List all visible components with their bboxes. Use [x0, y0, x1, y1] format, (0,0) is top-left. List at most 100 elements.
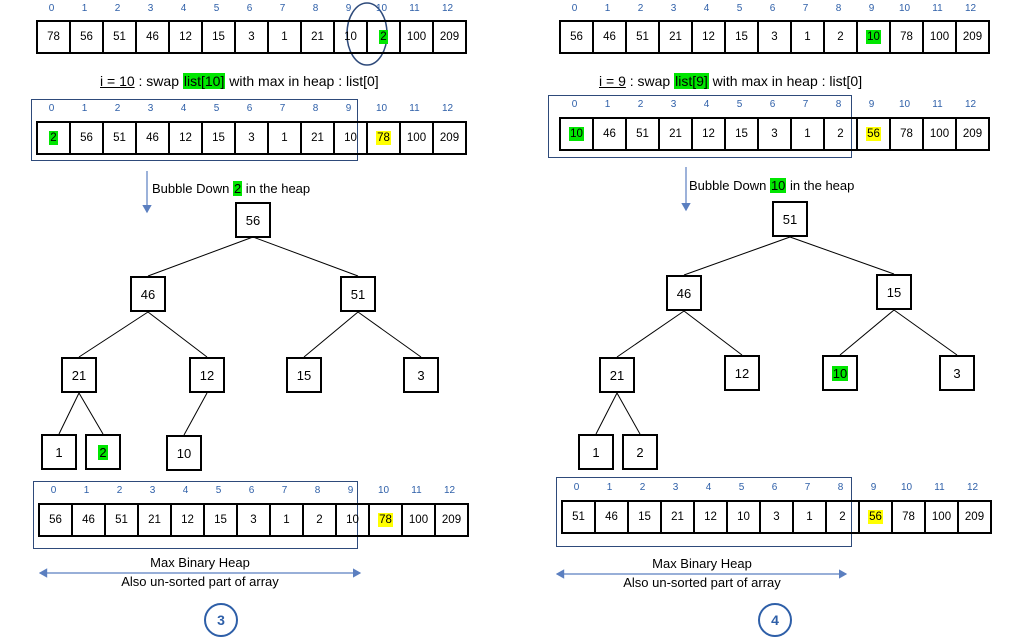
caption-text: : swap [625, 73, 675, 89]
array-cell: 15 [201, 121, 236, 155]
index-label: 4 [180, 103, 187, 114]
index-label: 12 [441, 3, 454, 14]
array-cell: 209 [957, 500, 992, 534]
index-label: 5 [736, 3, 743, 14]
tree-node: 46 [666, 275, 702, 311]
array-swapped: 2 56 51 46 12 15 3 1 21 10 78 100 209 [36, 121, 467, 155]
index-label: 8 [837, 482, 844, 493]
caption-highlight: 10 [769, 178, 787, 193]
heap-region-box [556, 477, 852, 547]
array-cell: 46 [71, 503, 106, 537]
array-cell: 100 [399, 20, 434, 54]
index-label: 2 [637, 99, 644, 110]
array-cell: 51 [625, 20, 660, 54]
array-bottom: 51 46 15 21 12 10 3 1 2 56 78 100 209 [561, 500, 992, 534]
array-cell: 100 [399, 121, 434, 155]
index-row: 0 1 2 3 4 5 6 7 8 9 10 11 12 [36, 103, 463, 114]
array-cell: 2 [823, 117, 858, 151]
heap-region-box [31, 99, 358, 161]
index-row: 0 1 2 3 4 5 6 7 8 9 10 11 12 [36, 3, 463, 14]
index-label: 9 [347, 485, 354, 496]
index-label: 6 [246, 3, 253, 14]
array-cell: 78 [368, 503, 403, 537]
array-cell: 1 [269, 503, 304, 537]
array-cell: 12 [691, 117, 726, 151]
index-label: 5 [213, 103, 220, 114]
index-label: 0 [571, 99, 578, 110]
index-row: 0 1 2 3 4 5 6 7 8 9 10 11 12 [559, 3, 986, 14]
array-cell: 56 [858, 500, 893, 534]
tree-node: 51 [772, 201, 808, 237]
array-cell: 3 [757, 117, 792, 151]
array-cell: 56 [559, 20, 594, 54]
array-cell: 1 [267, 20, 302, 54]
index-label: 11 [409, 103, 420, 114]
index-label: 3 [670, 99, 677, 110]
array-cell: 209 [432, 20, 467, 54]
array-cell: 2 [366, 20, 401, 54]
index-label: 1 [604, 99, 611, 110]
array-cell: 209 [955, 117, 990, 151]
array-cell: 10 [333, 20, 368, 54]
index-label: 3 [147, 103, 154, 114]
index-label: 6 [248, 485, 255, 496]
index-label: 9 [345, 103, 352, 114]
array-cell: 3 [757, 20, 792, 54]
tree-node: 3 [939, 355, 975, 391]
heap-sublabel: Also un-sorted part of array [121, 574, 279, 589]
array-cell: 10 [333, 121, 368, 155]
array-cell: 56 [69, 121, 104, 155]
index-label: 7 [279, 3, 286, 14]
index-label: 8 [314, 485, 321, 496]
index-label: 12 [441, 103, 454, 114]
index-label: 0 [48, 103, 55, 114]
array-cell: 1 [790, 117, 825, 151]
tree-node: 12 [724, 355, 760, 391]
array-cell: 12 [693, 500, 728, 534]
index-label: 9 [868, 99, 875, 110]
array-cell: 78 [889, 20, 924, 54]
tree-node: 15 [286, 357, 322, 393]
array-cell: 2 [823, 20, 858, 54]
index-label: 5 [215, 485, 222, 496]
step-number-badge: 3 [204, 603, 238, 637]
tree-node: 10 [822, 355, 858, 391]
index-label: 11 [411, 485, 422, 496]
array-cell: 56 [38, 503, 73, 537]
array-cell: 100 [401, 503, 436, 537]
index-label: 1 [83, 485, 90, 496]
array-cell: 15 [203, 503, 238, 537]
caption-text: in the heap [786, 178, 855, 193]
index-row: 0 1 2 3 4 5 6 7 8 9 10 11 12 [559, 99, 986, 110]
tree-node: 3 [403, 357, 439, 393]
array-cell: 21 [300, 121, 335, 155]
index-label: 7 [281, 485, 288, 496]
array-cell: 1 [792, 500, 827, 534]
array-top: 56 46 51 21 12 15 3 1 2 10 78 100 209 [559, 20, 990, 54]
caption-text: Bubble Down [152, 181, 233, 196]
caption-text: with max in heap : list[0] [708, 73, 863, 89]
tree-edges [595, 236, 958, 435]
index-label: 1 [606, 482, 613, 493]
caption-text: : swap [134, 73, 183, 89]
step-caption: i = 10 : swap list[10] with max in heap … [100, 73, 379, 89]
index-label: 12 [964, 99, 977, 110]
index-label: 1 [81, 103, 88, 114]
index-label: 10 [377, 485, 390, 496]
array-cell: 21 [658, 20, 693, 54]
array-cell: 12 [168, 121, 203, 155]
array-cell: 10 [726, 500, 761, 534]
array-cell: 21 [300, 20, 335, 54]
index-label: 12 [443, 485, 456, 496]
array-cell: 100 [924, 500, 959, 534]
index-label: 5 [213, 3, 220, 14]
index-label: 5 [738, 482, 745, 493]
index-label: 4 [180, 3, 187, 14]
caption-text: Bubble Down [689, 178, 770, 193]
array-cell: 51 [102, 121, 137, 155]
index-row: 0 1 2 3 4 5 6 7 8 9 10 11 12 [38, 485, 465, 496]
array-cell: 46 [592, 20, 627, 54]
index-label: 2 [114, 3, 121, 14]
tree-node: 1 [578, 434, 614, 470]
array-cell: 21 [660, 500, 695, 534]
